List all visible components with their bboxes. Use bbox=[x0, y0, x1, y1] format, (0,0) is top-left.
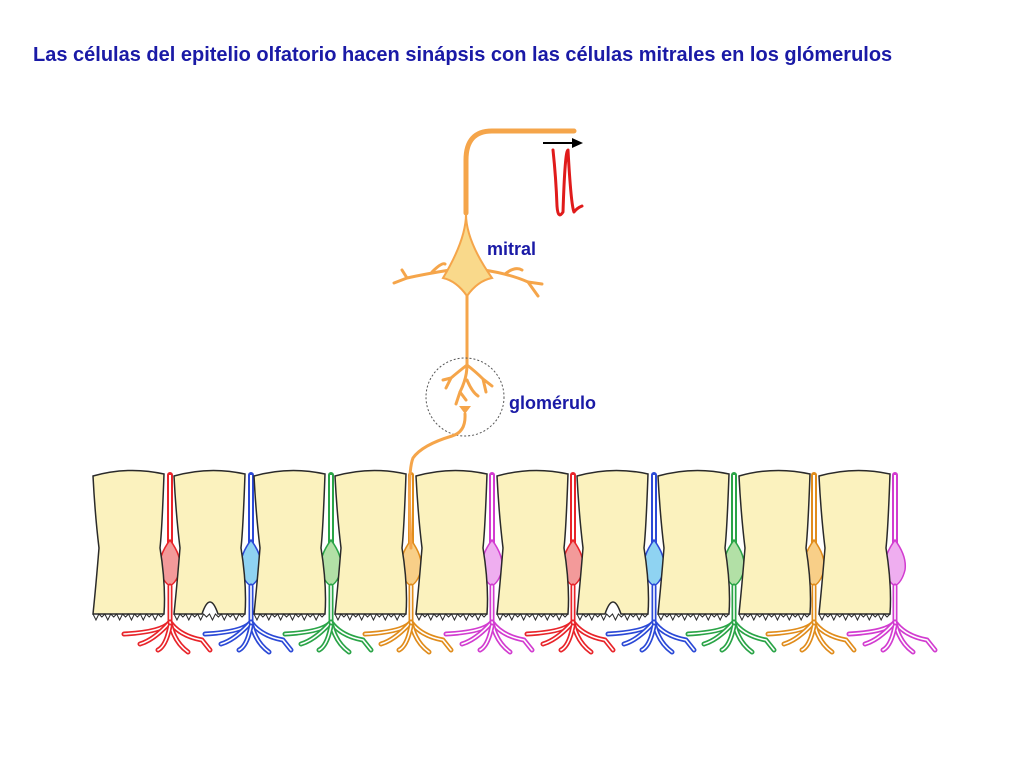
mitral-basal-dendrite-right bbox=[482, 267, 544, 298]
mitral-primary-dendrite bbox=[441, 294, 494, 406]
supporting-cell bbox=[818, 469, 892, 615]
supporting-cell bbox=[738, 469, 812, 615]
microvilli-border bbox=[334, 613, 407, 622]
supporting-cell bbox=[657, 469, 731, 615]
receptor-axon-branch-core bbox=[157, 625, 171, 651]
receptor-axon-branch-core bbox=[801, 625, 815, 651]
page-title: Las células del epitelio olfatorio hacen… bbox=[33, 44, 893, 66]
receptor-axon-branch-core bbox=[479, 625, 493, 651]
receptor-neuron bbox=[202, 472, 294, 655]
supporting-cell bbox=[173, 469, 247, 615]
microvilli-border bbox=[738, 613, 811, 622]
receptor-axon-branch-core bbox=[139, 621, 171, 645]
supporting-cell bbox=[415, 469, 489, 615]
glomerulus-outline bbox=[425, 357, 505, 437]
receptor-axon-terminal bbox=[459, 406, 471, 414]
receptor-axon-branch-core bbox=[560, 625, 574, 651]
receptor-axon-branch-core bbox=[703, 621, 735, 645]
receptor-axon-branch-core bbox=[398, 625, 412, 651]
receptor-axon-branch-core bbox=[220, 621, 252, 645]
spike-waveform bbox=[551, 148, 584, 217]
receptor-neurons bbox=[121, 472, 938, 655]
receptor-neuron bbox=[121, 472, 213, 655]
receptor-neuron bbox=[282, 472, 374, 655]
microvilli-border bbox=[415, 613, 488, 622]
mitral-label: mitral bbox=[487, 239, 536, 259]
receptor-axon-branch-core bbox=[623, 621, 655, 645]
receptor-axon-branch-core bbox=[380, 621, 412, 645]
receptor-axon-branch-core bbox=[882, 625, 896, 651]
supporting-cell bbox=[334, 469, 408, 615]
receptor-axon-branch-core bbox=[461, 621, 493, 645]
mitral-cell bbox=[392, 128, 577, 550]
supporting-cell bbox=[496, 469, 570, 615]
receptor-neuron bbox=[605, 472, 697, 655]
receptor-axon-branch-core bbox=[641, 625, 655, 651]
mitral-soma bbox=[441, 213, 494, 298]
microvilli-border bbox=[92, 613, 165, 622]
microvilli-border bbox=[818, 613, 891, 622]
receptor-axon-branch-core bbox=[783, 621, 815, 645]
microvilli-border bbox=[657, 613, 730, 622]
receptor-axon-branch-core bbox=[318, 625, 332, 651]
receptor-neuron bbox=[443, 472, 535, 655]
receptor-neuron bbox=[846, 472, 938, 655]
arrowhead-icon bbox=[572, 138, 583, 148]
supporting-cell bbox=[253, 469, 327, 615]
glomerulo-label: glomérulo bbox=[509, 393, 596, 413]
mitral-axon bbox=[463, 128, 577, 216]
supporting-cells bbox=[92, 469, 892, 622]
receptor-axon-to-glomerulus bbox=[407, 412, 467, 550]
receptor-axon-branch-core bbox=[721, 625, 735, 651]
action-potential bbox=[543, 138, 584, 217]
supporting-cell bbox=[92, 469, 166, 615]
mitral-basal-dendrite-left bbox=[392, 262, 452, 285]
microvilli-border bbox=[496, 613, 569, 622]
microvilli-border bbox=[173, 613, 246, 622]
receptor-axon-branch-core bbox=[300, 621, 332, 645]
receptor-axon-branch-core bbox=[542, 621, 574, 645]
supporting-cell bbox=[576, 469, 650, 615]
receptor-axon-branch-core bbox=[864, 621, 896, 645]
receptor-axon-branch-core bbox=[238, 625, 252, 651]
microvilli-border bbox=[576, 613, 649, 622]
microvilli-border bbox=[253, 613, 326, 622]
